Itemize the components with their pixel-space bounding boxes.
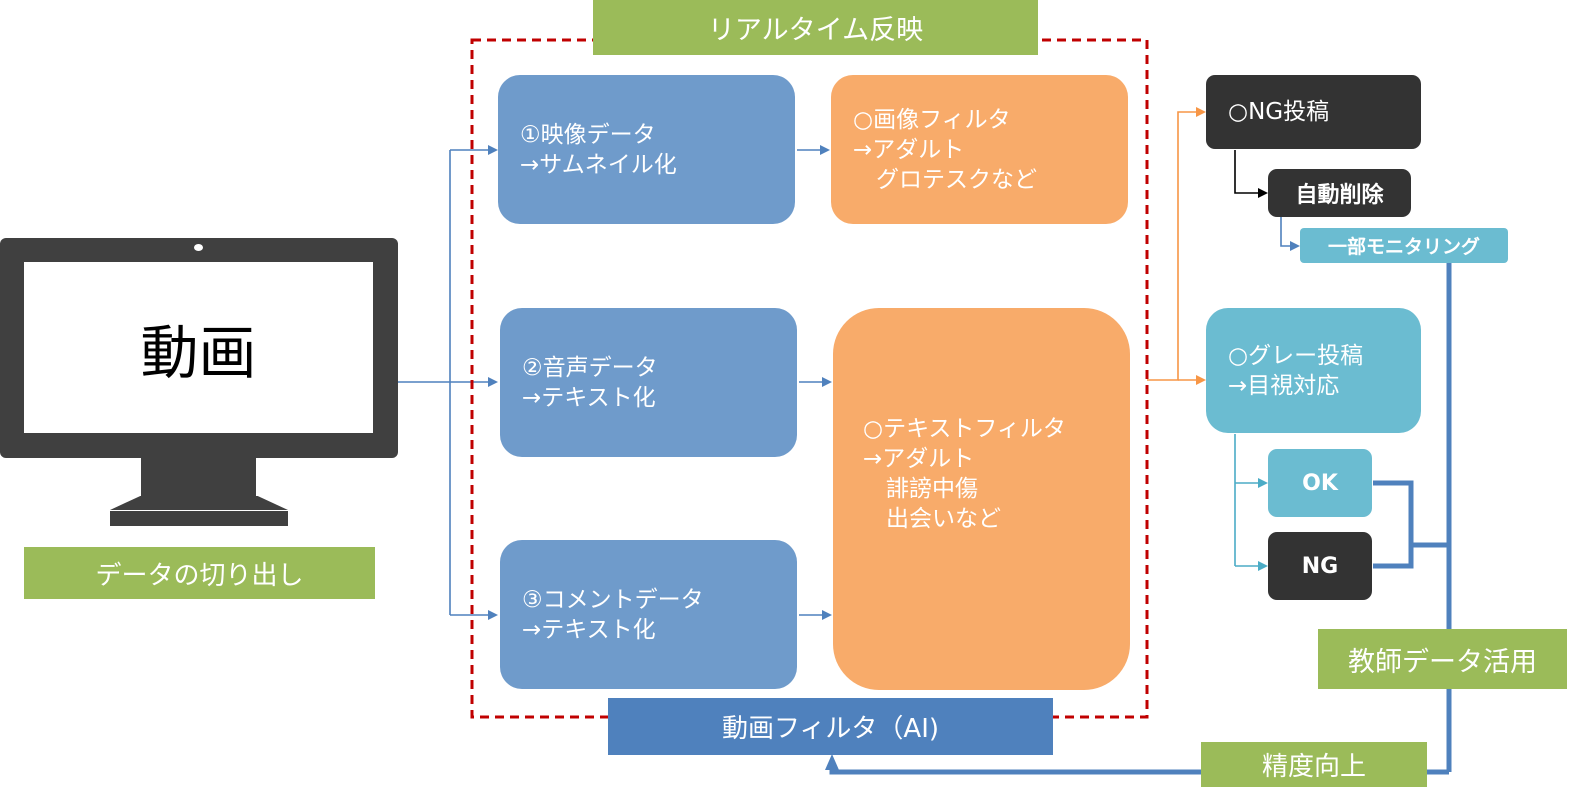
video-filter-ai-label: 動画フィルタ（AI) <box>608 698 1053 755</box>
video-data-line1: ①映像データ <box>520 121 656 148</box>
monitor: 動画 <box>0 238 398 458</box>
audio-data-box: ②音声データ →テキスト化 <box>500 308 797 457</box>
video-data-box: ①映像データ →サムネイル化 <box>498 75 795 224</box>
image-filter-box: ○画像フィルタ →アダルト グロテスクなど <box>831 75 1128 224</box>
ng-post-label: ○NG投稿 <box>1228 99 1330 125</box>
ng-box: NG <box>1268 532 1372 600</box>
text-filter-line4: 出会いなど <box>863 506 1001 532</box>
comment-data-box: ③コメントデータ →テキスト化 <box>500 540 797 689</box>
partial-monitoring-box: 一部モニタリング <box>1300 228 1508 263</box>
arrow-filter-to-ng-post <box>1147 107 1206 381</box>
monitor-screen-text: 動画 <box>140 318 257 387</box>
teacher-data-label: 教師データ活用 <box>1318 629 1567 689</box>
monitor-screen: 動画 <box>24 262 373 433</box>
ng-post-box: ○NG投稿 <box>1206 75 1421 149</box>
data-extraction-caption: データの切り出し <box>24 547 375 599</box>
gray-post-line2: →目視対応 <box>1228 372 1340 399</box>
audio-data-line1: ②音声データ <box>522 354 658 381</box>
gray-post-line1: ○グレー投稿 <box>1228 342 1364 369</box>
image-filter-line1: ○画像フィルタ <box>853 106 1011 133</box>
image-filter-line3: グロテスクなど <box>853 166 1037 193</box>
realtime-label: リアルタイム反映 <box>593 0 1038 55</box>
text-filter-line1: ○テキストフィルタ <box>863 416 1066 442</box>
text-filter-box: ○テキストフィルタ →アダルト 誹謗中傷 出会いなど <box>833 308 1130 690</box>
text-filter-line2: →アダルト <box>863 446 975 472</box>
video-data-line2: →サムネイル化 <box>520 151 677 178</box>
text-filter-line3: 誹謗中傷 <box>863 476 978 502</box>
arrow-gray-to-ok-ng <box>1234 434 1266 567</box>
image-filter-line2: →アダルト <box>853 136 965 163</box>
monitor-stand-slope <box>110 496 288 510</box>
arrow-monitor-to-inputs <box>398 149 494 616</box>
monitor-base <box>110 511 288 526</box>
arrow-ng-post-to-auto-delete <box>1234 150 1268 198</box>
accuracy-improvement-label: 精度向上 <box>1201 742 1427 787</box>
feedback-ok-ng-merge <box>1373 480 1449 569</box>
audio-data-line2: →テキスト化 <box>522 384 656 411</box>
camera-dot <box>194 244 203 251</box>
monitor-neck <box>141 458 256 496</box>
gray-post-box: ○グレー投稿 →目視対応 <box>1206 308 1421 433</box>
comment-data-line1: ③コメントデータ <box>522 586 704 613</box>
ok-box: OK <box>1268 449 1372 517</box>
comment-data-line2: →テキスト化 <box>522 616 656 643</box>
arrow-auto-delete-to-monitoring <box>1280 217 1300 251</box>
auto-delete-box: 自動削除 <box>1268 169 1411 217</box>
